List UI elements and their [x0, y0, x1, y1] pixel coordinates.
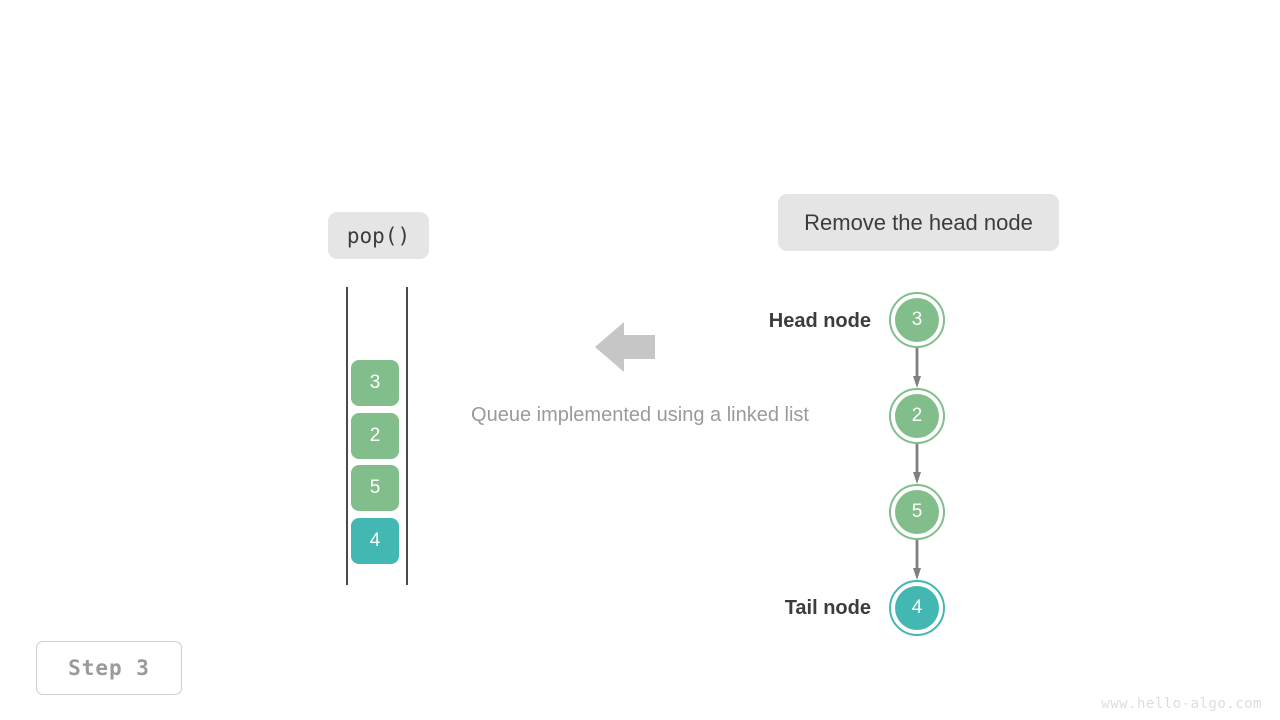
queue-cell: 2	[351, 413, 399, 459]
list-node: 2	[889, 388, 945, 444]
queue-wall-right	[406, 287, 408, 585]
diagram-caption: Queue implemented using a linked list	[471, 404, 809, 426]
linked-list: 3 2 5 4	[889, 292, 951, 642]
queue-cell: 5	[351, 465, 399, 511]
list-node-value: 5	[895, 490, 939, 534]
list-node: 5	[889, 484, 945, 540]
operation-description-pill: Remove the head node	[778, 194, 1059, 251]
tail-node-label: Tail node	[784, 597, 871, 619]
head-node-label: Head node	[768, 310, 871, 332]
step-badge: Step 3	[36, 641, 182, 695]
arrow-left-icon	[595, 320, 655, 374]
arrow-down-icon	[913, 540, 921, 580]
arrow-down-icon	[913, 444, 921, 484]
watermark: www.hello-algo.com	[1101, 696, 1262, 712]
arrow-down-icon	[913, 348, 921, 388]
list-node-value: 2	[895, 394, 939, 438]
operation-code-pill: pop()	[328, 212, 429, 259]
list-node-value: 3	[895, 298, 939, 342]
queue-cell: 3	[351, 360, 399, 406]
list-node: 3	[889, 292, 945, 348]
queue-wall-left	[346, 287, 348, 585]
queue-column: 3 2 5 4	[346, 287, 408, 585]
queue-cell: 4	[351, 518, 399, 564]
list-node-value: 4	[895, 586, 939, 630]
list-node: 4	[889, 580, 945, 636]
